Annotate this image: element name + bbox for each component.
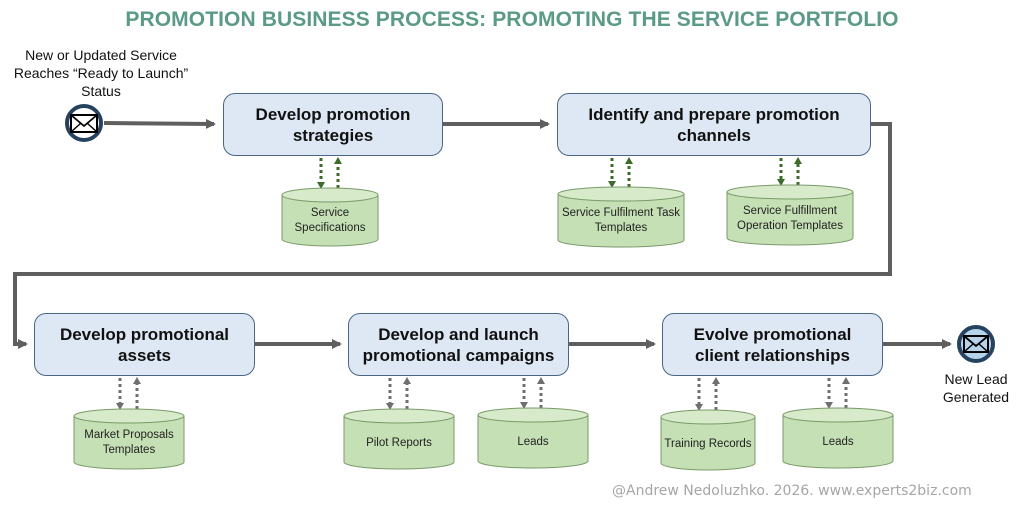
association-arrowhead-up — [794, 157, 802, 164]
association-arrowhead-down — [317, 182, 325, 189]
end-event-label: New Lead Generated — [942, 371, 1010, 405]
association-arrowhead-up — [403, 377, 411, 384]
task-develop-promotion-strategies[interactable]: Develop promotion strategies — [223, 93, 443, 156]
association-arrowhead-down — [520, 402, 528, 409]
association-arrowhead-up — [842, 377, 850, 384]
association-arrowhead-down — [825, 402, 833, 409]
data-store-label: Service Fulfilment Task Templates — [561, 207, 681, 234]
data-store-cylinder[interactable] — [782, 407, 894, 469]
data-store-label: Leads — [822, 435, 854, 448]
credit-text: @Andrew Nedoluzhko. 2026. www.experts2bi… — [612, 483, 972, 499]
association-arrowhead-down — [695, 404, 703, 411]
flow-t2-to-t3 — [13, 122, 892, 349]
task-develop-launch-campaigns[interactable]: Develop and launch promotional campaigns — [348, 313, 569, 376]
data-store-label: Service Fulfillment Operation Templates — [737, 205, 843, 232]
data-store-label: Training Records — [664, 437, 752, 450]
diagram-title: PROMOTION BUSINESS PROCESS: PROMOTING TH… — [125, 8, 899, 31]
data-store-label: Market Proposals Templates — [84, 429, 174, 456]
data-store-label: Service Specifications — [294, 207, 366, 234]
data-store-cylinder[interactable] — [477, 407, 589, 469]
data-stores — [73, 184, 894, 471]
association-arrowhead-up — [537, 377, 545, 384]
association-arrowhead-up — [334, 157, 342, 164]
association-arrowhead-up — [625, 157, 633, 164]
start-event[interactable] — [65, 104, 103, 142]
association-arrowhead-down — [777, 179, 785, 186]
start-event-label: New or Updated Service Reaches “Ready to… — [13, 47, 189, 99]
association-arrowhead-down — [608, 181, 616, 188]
data-store-cylinder[interactable] — [73, 408, 185, 470]
task-evolve-client-relationships[interactable]: Evolve promotional client relationships — [662, 313, 883, 376]
association-arrowhead-up — [133, 377, 141, 384]
flow-start-to-t1 — [103, 118, 216, 129]
data-associations — [116, 157, 850, 411]
task-develop-promotional-assets[interactable]: Develop promotional assets — [34, 313, 255, 376]
envelope-icon — [70, 114, 98, 133]
data-store-cylinder[interactable] — [660, 409, 756, 471]
association-arrowhead-down — [116, 403, 124, 410]
end-event[interactable] — [957, 325, 995, 363]
data-store-label: Leads — [517, 435, 549, 448]
envelope-icon — [963, 335, 989, 353]
task-identify-prepare-channels[interactable]: Identify and prepare promotion channels — [557, 93, 871, 156]
data-store-cylinder[interactable] — [281, 187, 379, 247]
data-store-cylinder[interactable] — [726, 184, 854, 246]
data-store-label: Pilot Reports — [366, 436, 432, 449]
association-arrowhead-up — [712, 377, 720, 384]
data-store-cylinder[interactable] — [343, 408, 455, 470]
data-store-cylinder[interactable] — [557, 186, 685, 248]
sequence-flows — [13, 118, 952, 349]
association-arrowhead-down — [386, 403, 394, 410]
